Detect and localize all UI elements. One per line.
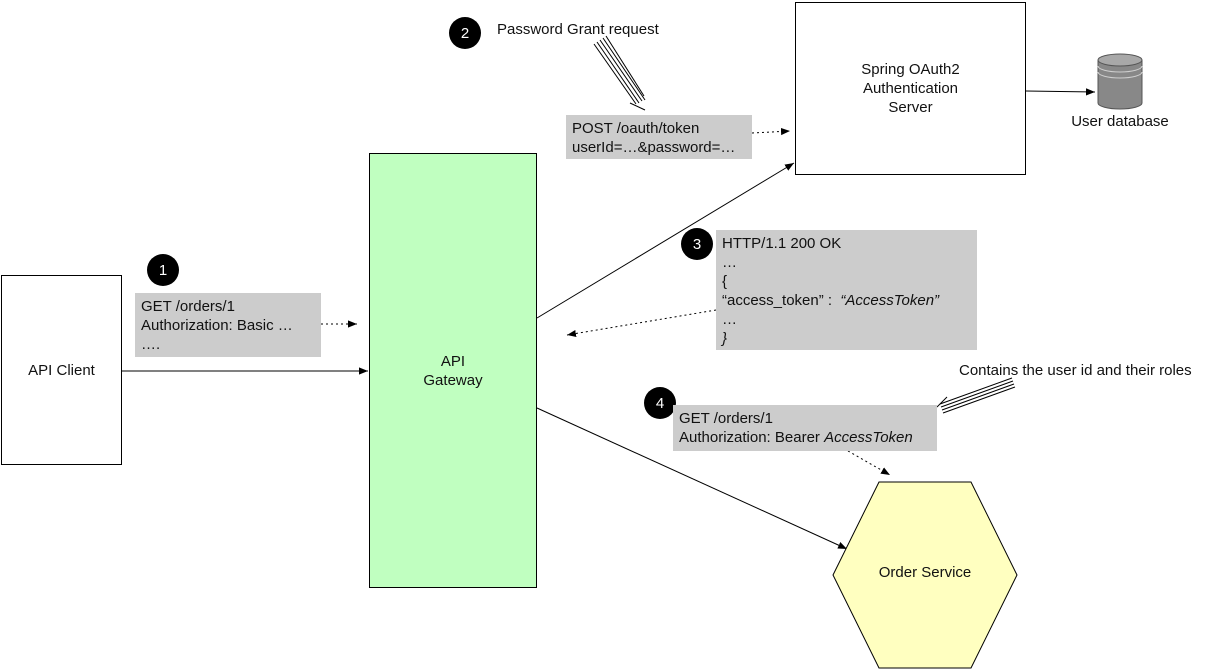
access-token-value: “AccessToken”	[840, 292, 940, 309]
auth-server-label-line2: Authentication	[862, 80, 959, 97]
request2-dotted-arrow	[751, 127, 791, 136]
bearer-token: AccessToken	[824, 429, 913, 446]
api-gateway-label-line1: API	[440, 352, 466, 370]
step-3-line: HTTP/1.1 200 OK	[722, 235, 842, 252]
step-3-line: …	[722, 311, 737, 328]
step-3-message: HTTP/1.1 200 OK … { “access_token” : “Ac…	[716, 230, 977, 350]
api-gateway-box: API Gateway	[369, 153, 537, 588]
step-3-line: “access_token” : “AccessToken”	[722, 291, 971, 310]
step-2-badge: 2	[449, 17, 481, 49]
step-1-badge: 1	[147, 254, 179, 286]
step-4-line: Authorization: Bearer AccessToken	[679, 428, 931, 447]
step-4-line: GET /orders/1	[679, 410, 773, 427]
closing-brace: }	[722, 330, 728, 347]
step-1-line: GET /orders/1	[141, 298, 235, 315]
step-4-message: GET /orders/1 Authorization: Bearer Acce…	[673, 405, 937, 451]
gateway-to-order-service-arrow	[536, 407, 848, 550]
user-database-label: User database	[1071, 113, 1169, 130]
access-token-callout	[936, 377, 1016, 414]
order-service-hexagon	[832, 481, 1018, 669]
step-2-line: userId=…&password=…	[572, 139, 736, 156]
auth-to-database-arrow	[1025, 88, 1096, 96]
database-icon	[1097, 53, 1143, 110]
order-service-label: Order Service	[878, 564, 972, 581]
step-3-badge: 3	[681, 228, 713, 260]
access-token-caption: Contains the user id and their roles	[959, 362, 1192, 379]
gateway-to-auth-arrow	[536, 162, 795, 319]
request4-dotted-arrow	[847, 450, 891, 476]
response3-dotted-arrow	[566, 309, 717, 338]
step-3-line: …	[722, 254, 737, 271]
step-1-message: GET /orders/1 Authorization: Basic … ….	[135, 293, 321, 357]
password-grant-callout	[593, 35, 646, 111]
step-1-line: Authorization: Basic …	[141, 317, 293, 334]
bearer-prefix: Authorization: Bearer	[679, 429, 825, 446]
step-2-line: POST /oauth/token	[572, 120, 700, 137]
step-4-badge: 4	[644, 387, 676, 419]
auth-server-label-line3: Server	[888, 99, 933, 116]
step-3-line: {	[722, 273, 728, 290]
auth-server-label-line1: Spring OAuth2	[861, 61, 960, 78]
api-client-label: API Client	[28, 361, 95, 379]
step-3-line: }	[722, 329, 971, 348]
access-token-key: “access_token” :	[722, 292, 833, 309]
password-grant-caption: Password Grant request	[497, 21, 659, 38]
step-1-line: ….	[141, 336, 161, 353]
api-gateway-label-line2: Gateway	[423, 371, 483, 389]
step-2-message: POST /oauth/token userId=…&password=…	[566, 115, 752, 159]
api-client-box: API Client	[1, 275, 122, 465]
auth-server-box: Spring OAuth2 Authentication Server	[795, 2, 1026, 175]
